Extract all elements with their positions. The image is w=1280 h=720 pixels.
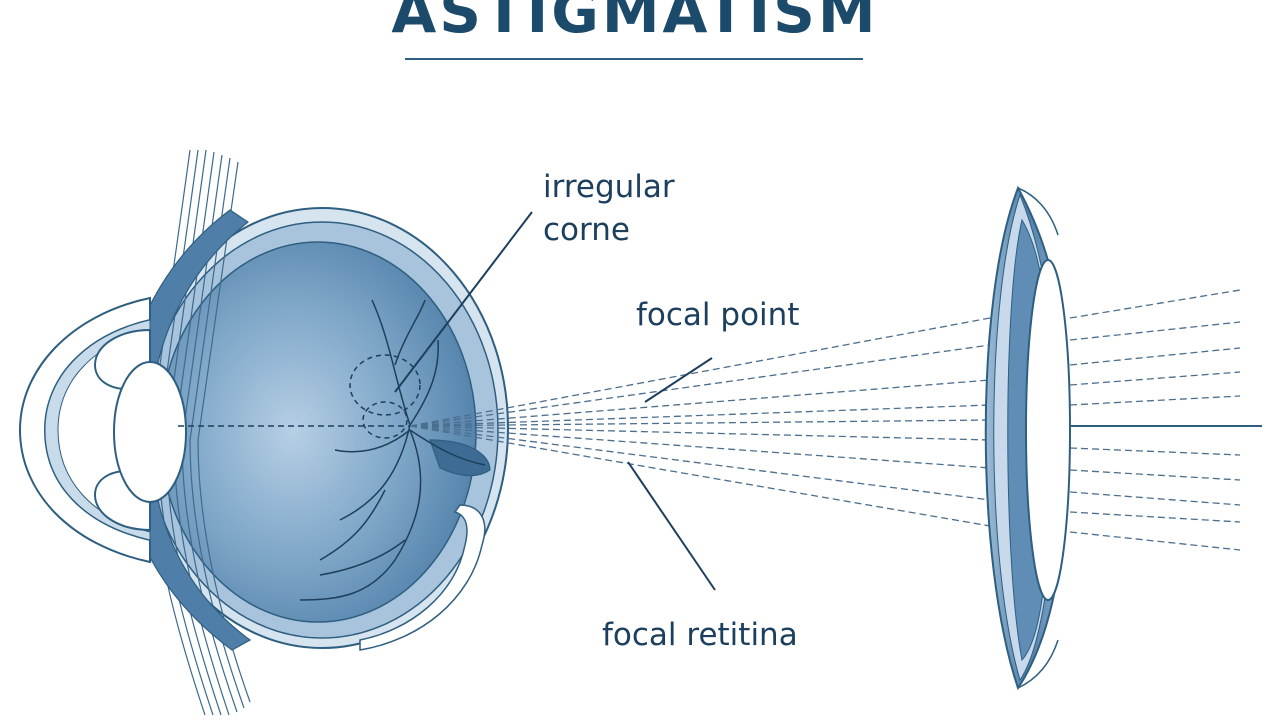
vitreous-body bbox=[159, 241, 477, 623]
irregular-cornea-line1: irregular bbox=[543, 169, 675, 205]
irregular-cornea-label: irregular corne bbox=[543, 166, 675, 252]
leader-lines bbox=[394, 211, 716, 591]
eye-cross-section bbox=[18, 149, 509, 716]
crystalline-lens bbox=[113, 361, 187, 503]
focal-retina-label: focal retitina bbox=[602, 617, 798, 653]
focal-circles bbox=[349, 354, 421, 439]
page-title: ASTIGMATISM bbox=[391, 0, 879, 46]
light-rays bbox=[409, 289, 1241, 551]
focal-point-label: focal point bbox=[636, 297, 800, 333]
retina-fold bbox=[359, 504, 486, 651]
title-underline bbox=[405, 58, 863, 60]
corrective-lens bbox=[984, 185, 1071, 691]
irregular-cornea-line2: corne bbox=[543, 211, 630, 248]
